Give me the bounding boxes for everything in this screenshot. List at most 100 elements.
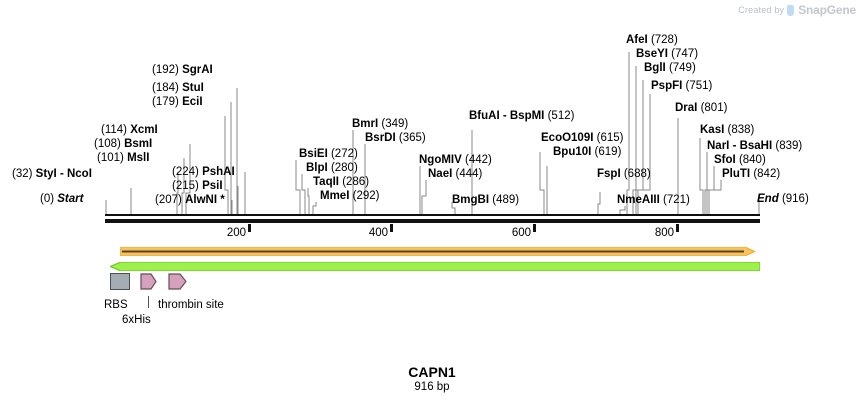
enzyme-name-styi-ncoi: StyI - NcoI [35,168,92,180]
enzyme-label-sfoi[interactable]: SfoI (840) [714,154,766,166]
feature-label-end[interactable]: End (916) [757,193,809,205]
enzyme-pos-msli: (101) [97,152,124,164]
enzyme-label-pspfi[interactable]: PspFI (751) [651,80,712,92]
snapgene-watermark: Created by SnapGene [738,3,856,17]
enzyme-label-fspi[interactable]: FspI (688) [597,168,651,180]
enzyme-name-alwni: AlwNI * [185,194,225,206]
enzyme-label-kasi[interactable]: KasI (838) [700,124,754,136]
enzyme-label-nari-bsahi[interactable]: NarI - BsaHI (839) [707,140,802,152]
enzyme-name-sfoi: SfoI [714,154,736,166]
page-title: CAPN1 [408,364,456,380]
enzyme-name-ngomiv: NgoMIV [419,154,462,166]
start-name: Start [57,193,84,205]
enzyme-label-pshai[interactable]: (224) PshAI [172,166,235,178]
enzyme-pos-bmri: (349) [381,118,409,130]
enzyme-label-msli[interactable]: (101) MslI [97,152,149,164]
enzyme-pos-pluti: (842) [753,168,781,180]
enzyme-label-bfuai-bspmi[interactable]: BfuAI - BspMI (512) [469,110,574,122]
enzyme-label-pluti[interactable]: PluTI (842) [722,168,780,180]
enzyme-pos-bsmi: (108) [94,138,121,150]
enzyme-name-bpu10i: Bpu10I [553,146,592,158]
enzyme-label-naei[interactable]: NaeI (444) [428,168,482,180]
feature-thrombin-arrow[interactable] [168,273,187,290]
enzyme-label-ngomiv[interactable]: NgoMIV (442) [419,154,492,166]
enzyme-name-bfuai-bspmi: BfuAI - BspMI [469,110,545,122]
enzyme-name-bseyi: BseYI [636,48,668,60]
enzyme-label-styi-ncoi[interactable]: (32) StyI - NcoI [12,168,92,180]
ruler-tick-400 [390,224,393,232]
enzyme-label-blpi[interactable]: BlpI (280) [306,162,358,174]
feature-6xhis-arrow[interactable] [140,273,157,290]
enzyme-pos-styi-ncoi: (32) [12,168,33,180]
sequence-backbone-top [105,214,760,216]
enzyme-label-taqii[interactable]: TaqII (286) [313,176,369,188]
enzyme-label-bsiei[interactable]: BsiEI (272) [299,148,358,160]
enzyme-pos-ecoo109i: (615) [596,132,624,144]
enzyme-name-pspfi: PspFI [651,80,683,92]
enzyme-pos-nmeaiii: (721) [663,194,690,206]
snapgene-logo-icon [787,4,795,16]
enzyme-label-bsmi[interactable]: (108) BsmI [94,138,152,150]
enzyme-pos-alwni: (207) [155,194,182,206]
green-feature-track[interactable] [110,262,760,271]
enzyme-pos-bsrdi: (365) [398,132,426,144]
enzyme-name-fspi: FspI [597,168,621,180]
enzyme-label-psii[interactable]: (215) PsiI [172,180,223,192]
enzyme-label-drai[interactable]: DraI (801) [675,102,727,114]
ruler-tick-label-200: 200 [226,227,246,239]
feature-rbs-box[interactable] [110,273,130,290]
enzyme-label-bpu10i[interactable]: Bpu10I (619) [553,146,621,158]
enzyme-pos-afei: (728) [650,34,678,46]
enzyme-label-mmei[interactable]: MmeI (292) [320,190,379,202]
enzyme-pos-bsiei: (272) [330,148,358,160]
enzyme-pos-pspfi: (751) [685,80,713,92]
enzyme-label-bmgbi[interactable]: BmgBI (489) [452,194,519,206]
enzyme-name-xcmi: XcmI [130,124,158,136]
enzyme-label-ecii[interactable]: (179) EciI [152,96,203,108]
feature-label-start[interactable]: (0) Start [40,193,83,205]
enzyme-pos-bmgbi: (489) [492,194,520,206]
enzyme-label-nmeaiii[interactable]: NmeAIII (721) [617,194,690,206]
enzyme-name-blpi: BlpI [306,162,328,174]
enzyme-pos-fspi: (688) [623,168,651,180]
enzyme-pos-kasi: (838) [727,124,755,136]
enzyme-name-mmei: MmeI [320,190,350,202]
enzyme-label-bgli[interactable]: BglI (749) [644,62,696,74]
enzyme-pos-ngomiv: (442) [465,154,492,166]
enzyme-name-psii: PsiI [202,180,223,192]
enzyme-label-bseyi[interactable]: BseYI (747) [636,48,698,60]
enzyme-name-ecoo109i: EcoO109I [541,132,594,144]
orange-feature-track[interactable] [120,247,755,256]
ruler-tick-label-400: 400 [368,227,388,239]
watermark-brand: SnapGene [798,3,856,17]
enzyme-pos-naei: (444) [455,168,483,180]
enzyme-label-sgrai[interactable]: (192) SgrAI [152,64,213,76]
enzyme-label-stui[interactable]: (184) StuI [152,82,204,94]
ruler-tick-600 [533,224,536,232]
enzyme-label-afei[interactable]: AfeI (728) [626,34,678,46]
enzyme-name-sgrai: SgrAI [182,64,213,76]
enzyme-label-bsrdi[interactable]: BsrDI (365) [365,132,426,144]
enzyme-label-alwni[interactable]: (207) AlwNI * [155,194,225,206]
enzyme-name-stui: StuI [182,82,204,94]
enzyme-pos-nari-bsahi: (839) [775,140,803,152]
start-pos: (0) [40,193,55,205]
enzyme-name-bsiei: BsiEI [299,148,328,160]
enzyme-name-msli: MslI [127,152,150,164]
enzyme-label-xcmi[interactable]: (114) XcmI [101,124,158,136]
enzyme-name-bsmi: BsmI [124,138,153,150]
enzyme-name-bsrdi: BsrDI [365,132,396,144]
enzyme-pos-mmei: (292) [352,190,380,202]
enzyme-label-ecoo109i[interactable]: EcoO109I (615) [541,132,623,144]
enzyme-name-pshai: PshAI [202,166,235,178]
end-pos: (916) [781,193,809,205]
sequence-backbone[interactable] [105,219,760,223]
enzyme-name-bgli: BglI [644,62,666,74]
enzyme-label-bmri[interactable]: BmrI (349) [352,118,408,130]
enzyme-pos-bseyi: (747) [671,48,699,60]
enzyme-pos-ecii: (179) [152,96,179,108]
ruler-tick-label-800: 800 [654,227,674,239]
enzyme-name-nmeaiii: NmeAIII [617,194,660,206]
enzyme-pos-drai: (801) [700,102,728,114]
